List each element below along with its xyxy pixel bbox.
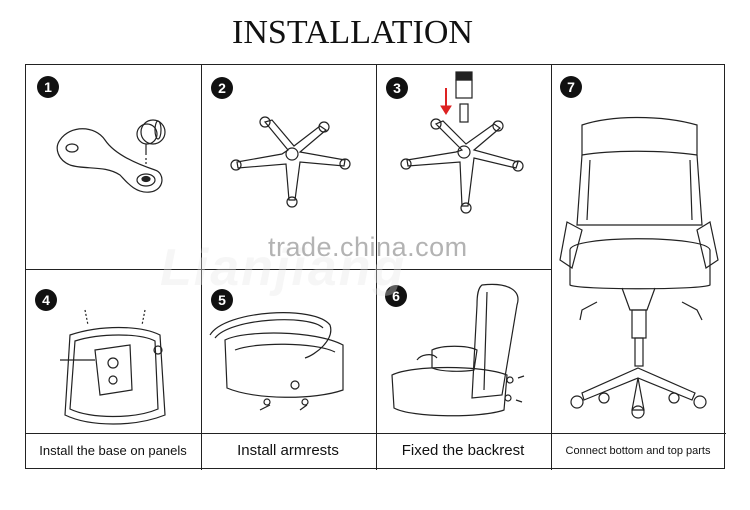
caption-step-1: Install the base on panels [39,443,187,458]
step-1-badge: 1 [37,76,59,98]
chair-illustration [559,116,719,419]
base-illustration [230,116,351,208]
gas-lift-illustration [400,71,524,214]
seat-mechanism-illustration [60,309,166,425]
step-5-badge: 5 [211,289,233,311]
caption-step-7: Connect bottom and top parts [565,445,711,457]
armrest-illustration [209,312,344,411]
caption-step-3: Fixed the backrest [401,442,525,459]
step-7-badge: 7 [560,76,582,98]
caption-step-2: Install armrests [237,442,339,459]
step-2-badge: 2 [211,77,233,99]
page-title: INSTALLATION [232,14,473,51]
backrest-illustration [391,283,525,417]
step-6-badge: 6 [385,285,407,307]
watermark-text: trade.china.com [268,232,468,262]
caster-illustration [56,119,166,193]
step-3-badge: 3 [386,77,408,99]
step-4-badge: 4 [35,289,57,311]
watermark-brand: Lianjiang [160,239,407,297]
installation-grid [25,64,726,470]
